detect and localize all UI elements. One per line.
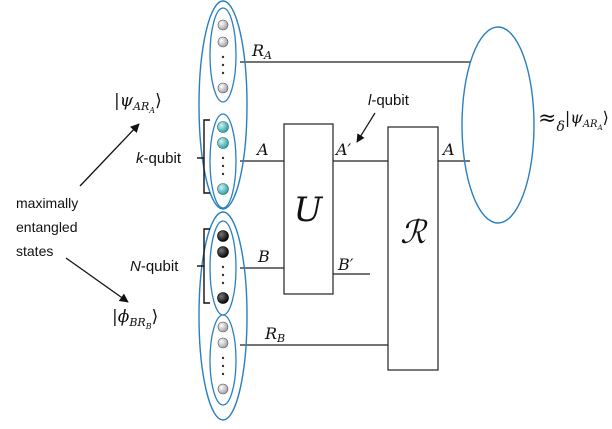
qubit-white xyxy=(217,19,229,31)
dot xyxy=(221,372,225,376)
dot xyxy=(221,55,225,59)
arrow-to-phi xyxy=(65,257,129,303)
qubit-cyan xyxy=(217,137,229,149)
group-AR-A-ellipse xyxy=(198,0,248,210)
dot xyxy=(221,273,225,277)
dot xyxy=(221,265,225,269)
qubit-black xyxy=(217,246,229,258)
dot xyxy=(221,156,225,160)
k-qubit-label: k-qubit xyxy=(136,150,182,167)
qubits-B xyxy=(217,230,229,304)
qubit-black xyxy=(217,292,229,304)
result-expression: ≈δ|ψARA⟩ xyxy=(538,106,609,135)
output-ellipse xyxy=(461,26,535,224)
gate-R-label: ℛ xyxy=(400,213,428,251)
dot xyxy=(221,356,225,360)
label-A-prime: A′ xyxy=(334,140,352,159)
k-bracket xyxy=(203,119,210,194)
group-RA-ellipse xyxy=(209,7,237,103)
qubit-cyan xyxy=(217,121,229,133)
qubit-white xyxy=(217,36,229,48)
label-A-out: A xyxy=(441,140,455,159)
N-qubit-label: N-qubit xyxy=(130,258,179,275)
psi-label: |ψARA⟩ xyxy=(114,91,162,115)
label-RB: RB xyxy=(264,324,285,345)
qubit-white xyxy=(217,337,229,349)
gate-U xyxy=(283,123,334,295)
gate-U-label: U xyxy=(294,190,324,230)
qubits-A xyxy=(217,121,229,195)
dot xyxy=(221,164,225,168)
label-B: B xyxy=(257,247,270,266)
qubit-black xyxy=(217,230,229,242)
l-qubit-label: l-qubit xyxy=(368,92,410,109)
dot xyxy=(221,364,225,368)
label-A: A xyxy=(255,140,269,159)
dot xyxy=(221,172,225,176)
note-states: states xyxy=(16,243,53,259)
group-A-ellipse xyxy=(209,113,237,209)
qubit-white xyxy=(217,321,229,333)
qubit-white xyxy=(217,82,229,94)
qubits-RB xyxy=(217,321,229,395)
phi-label: |ϕBRB⟩ xyxy=(112,307,158,331)
note-maximally: maximally xyxy=(16,195,78,211)
gate-R xyxy=(387,126,439,371)
group-RB-ellipse xyxy=(209,314,237,406)
dot xyxy=(221,63,225,67)
dot xyxy=(221,71,225,75)
label-B-prime: B′ xyxy=(337,255,354,274)
group-BR-B-ellipse xyxy=(198,211,248,421)
arrow-to-psi xyxy=(79,123,140,187)
dot xyxy=(221,281,225,285)
qubit-cyan xyxy=(217,183,229,195)
arrow-l-qubit xyxy=(356,112,376,143)
note-entangled: entangled xyxy=(16,219,78,235)
label-RA: RA xyxy=(251,41,272,62)
qubit-white xyxy=(217,383,229,395)
qubits-RA xyxy=(217,19,229,94)
